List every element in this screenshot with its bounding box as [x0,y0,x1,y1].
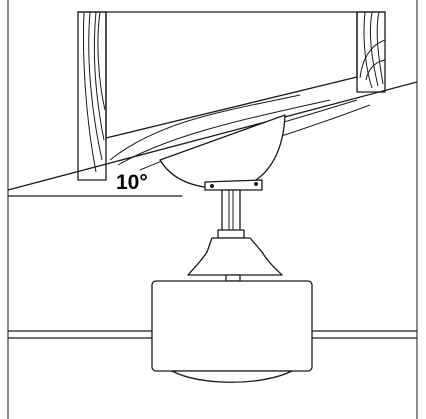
angle-label: 10° [116,171,148,194]
room-frame [7,0,418,419]
motor-housing [187,237,283,282]
sloped-ceiling [7,81,418,197]
ceiling-beam [77,11,386,181]
canopy-dome [159,114,286,191]
down-rod [217,189,245,239]
fan-body [151,280,313,383]
fan-blades [7,330,418,339]
